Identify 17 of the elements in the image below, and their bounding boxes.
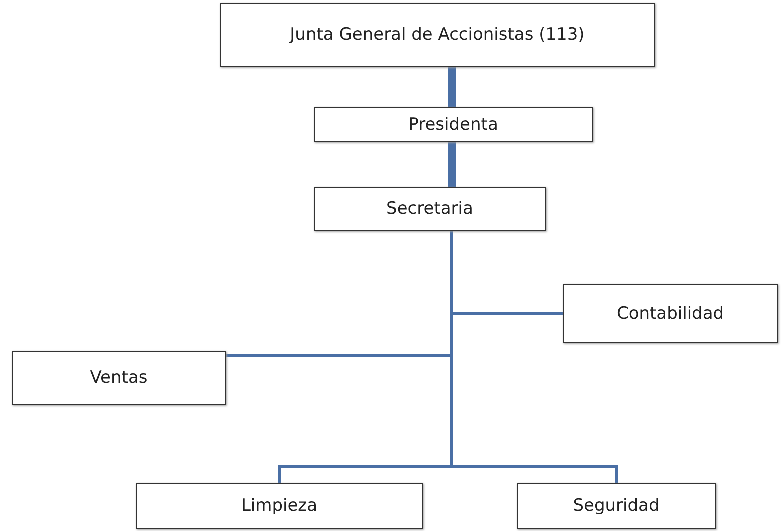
org-box: [136, 483, 423, 529]
connector-line: [450, 231, 618, 483]
org-box: [517, 483, 716, 529]
unit-name: Presidenta: [408, 114, 498, 134]
connector-line: [448, 142, 456, 187]
org-box: [314, 107, 593, 142]
unit-name: Junta General de Accionistas (113): [290, 25, 585, 45]
connector-line: [448, 67, 456, 107]
org-box: [220, 3, 655, 67]
org-box: [563, 284, 778, 343]
unit-name: Contabilidad: [616, 304, 724, 324]
unit-name: Seguridad: [573, 496, 660, 516]
unit-name: Limpieza: [241, 496, 318, 516]
unit-name: Ventas: [90, 368, 148, 388]
unit-name: Secretaria: [386, 199, 474, 219]
org-box: [314, 187, 546, 231]
org-box: [12, 351, 226, 405]
